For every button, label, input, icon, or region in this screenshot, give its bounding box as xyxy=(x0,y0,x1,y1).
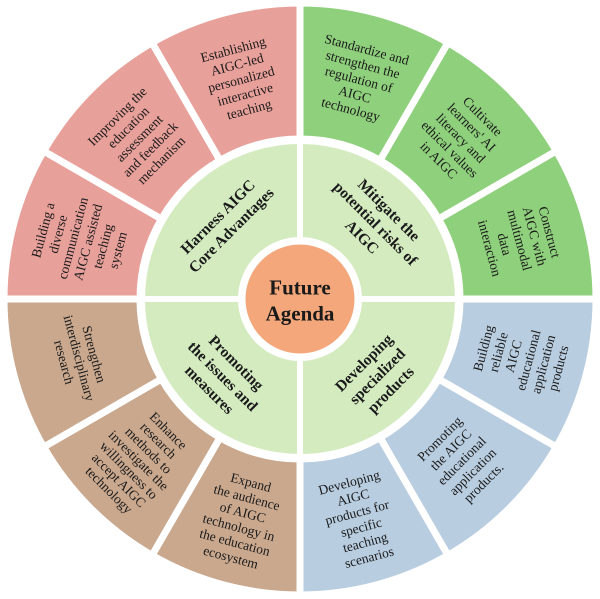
outer-segment-cultivate-label: Cultivatelearners' AIliteracy andethical… xyxy=(407,85,514,192)
outer-segment-construct-label-line: data xyxy=(495,231,515,257)
outer-segment-expand-label: Expandthe audienceof AIGCtechnology inth… xyxy=(193,466,289,575)
outer-segment-improving-label: Improving theeducationassessmentand feed… xyxy=(85,84,194,193)
inner-ring: Mitigate thepotential risks ofAIGCDevelo… xyxy=(138,137,462,461)
center-title-line: Agenda xyxy=(266,302,335,326)
center-title-line: Future xyxy=(269,276,330,300)
center-circle xyxy=(240,239,360,359)
